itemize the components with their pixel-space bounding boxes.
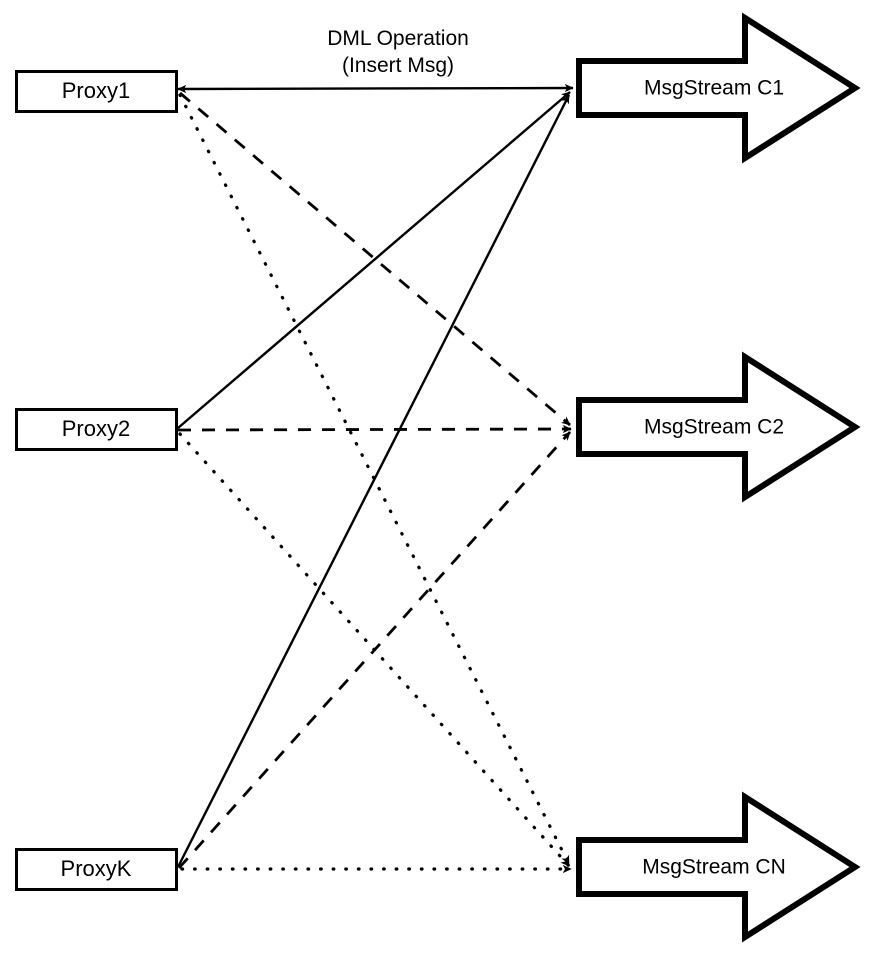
proxy-node-proxyk[interactable]: ProxyK: [15, 848, 178, 891]
edge-label-line-2: (Insert Msg): [342, 54, 454, 77]
stream-cn-arrow-shape[interactable]: [576, 791, 861, 943]
stream-cn-label: MsgStream CN: [642, 856, 786, 879]
proxy-node-proxy2[interactable]: Proxy2: [15, 408, 178, 451]
proxy-node-proxy1[interactable]: Proxy1: [15, 70, 178, 113]
stream-c1-arrow-shape[interactable]: [576, 12, 861, 164]
edge-proxy2-to-stream-c2[interactable]: [177, 424, 572, 434]
edge-layer: [176, 83, 574, 874]
stream-c2-arrow-shape[interactable]: [576, 351, 861, 503]
edge-proxy1-to-stream-cn[interactable]: [178, 93, 571, 866]
edge-proxyk-to-stream-c2[interactable]: [177, 431, 572, 869]
edge-proxy1-to-stream-c1[interactable]: [177, 83, 574, 94]
stream-node-c1[interactable]: MsgStream C1: [576, 12, 861, 164]
stream-node-cn[interactable]: MsgStream CN: [576, 791, 861, 943]
edge-label-dml-operation: DML Operation (Insert Msg): [327, 27, 469, 77]
proxy2-label: Proxy2: [62, 416, 130, 441]
edge-proxyk-to-stream-c1[interactable]: [176, 94, 571, 868]
proxy2-box[interactable]: [15, 408, 178, 451]
stream-c2-label: MsgStream C2: [644, 416, 784, 439]
proxy1-label: Proxy1: [62, 78, 130, 103]
proxyk-label: ProxyK: [61, 856, 132, 881]
stream-node-c2[interactable]: MsgStream C2: [576, 351, 861, 503]
proxyk-box[interactable]: [15, 848, 178, 891]
edge-label-line-1: DML Operation: [327, 27, 469, 50]
stream-c1-label: MsgStream C1: [644, 77, 784, 100]
edge-proxy2-to-stream-c1[interactable]: [177, 91, 571, 429]
proxy1-box[interactable]: [15, 70, 178, 113]
